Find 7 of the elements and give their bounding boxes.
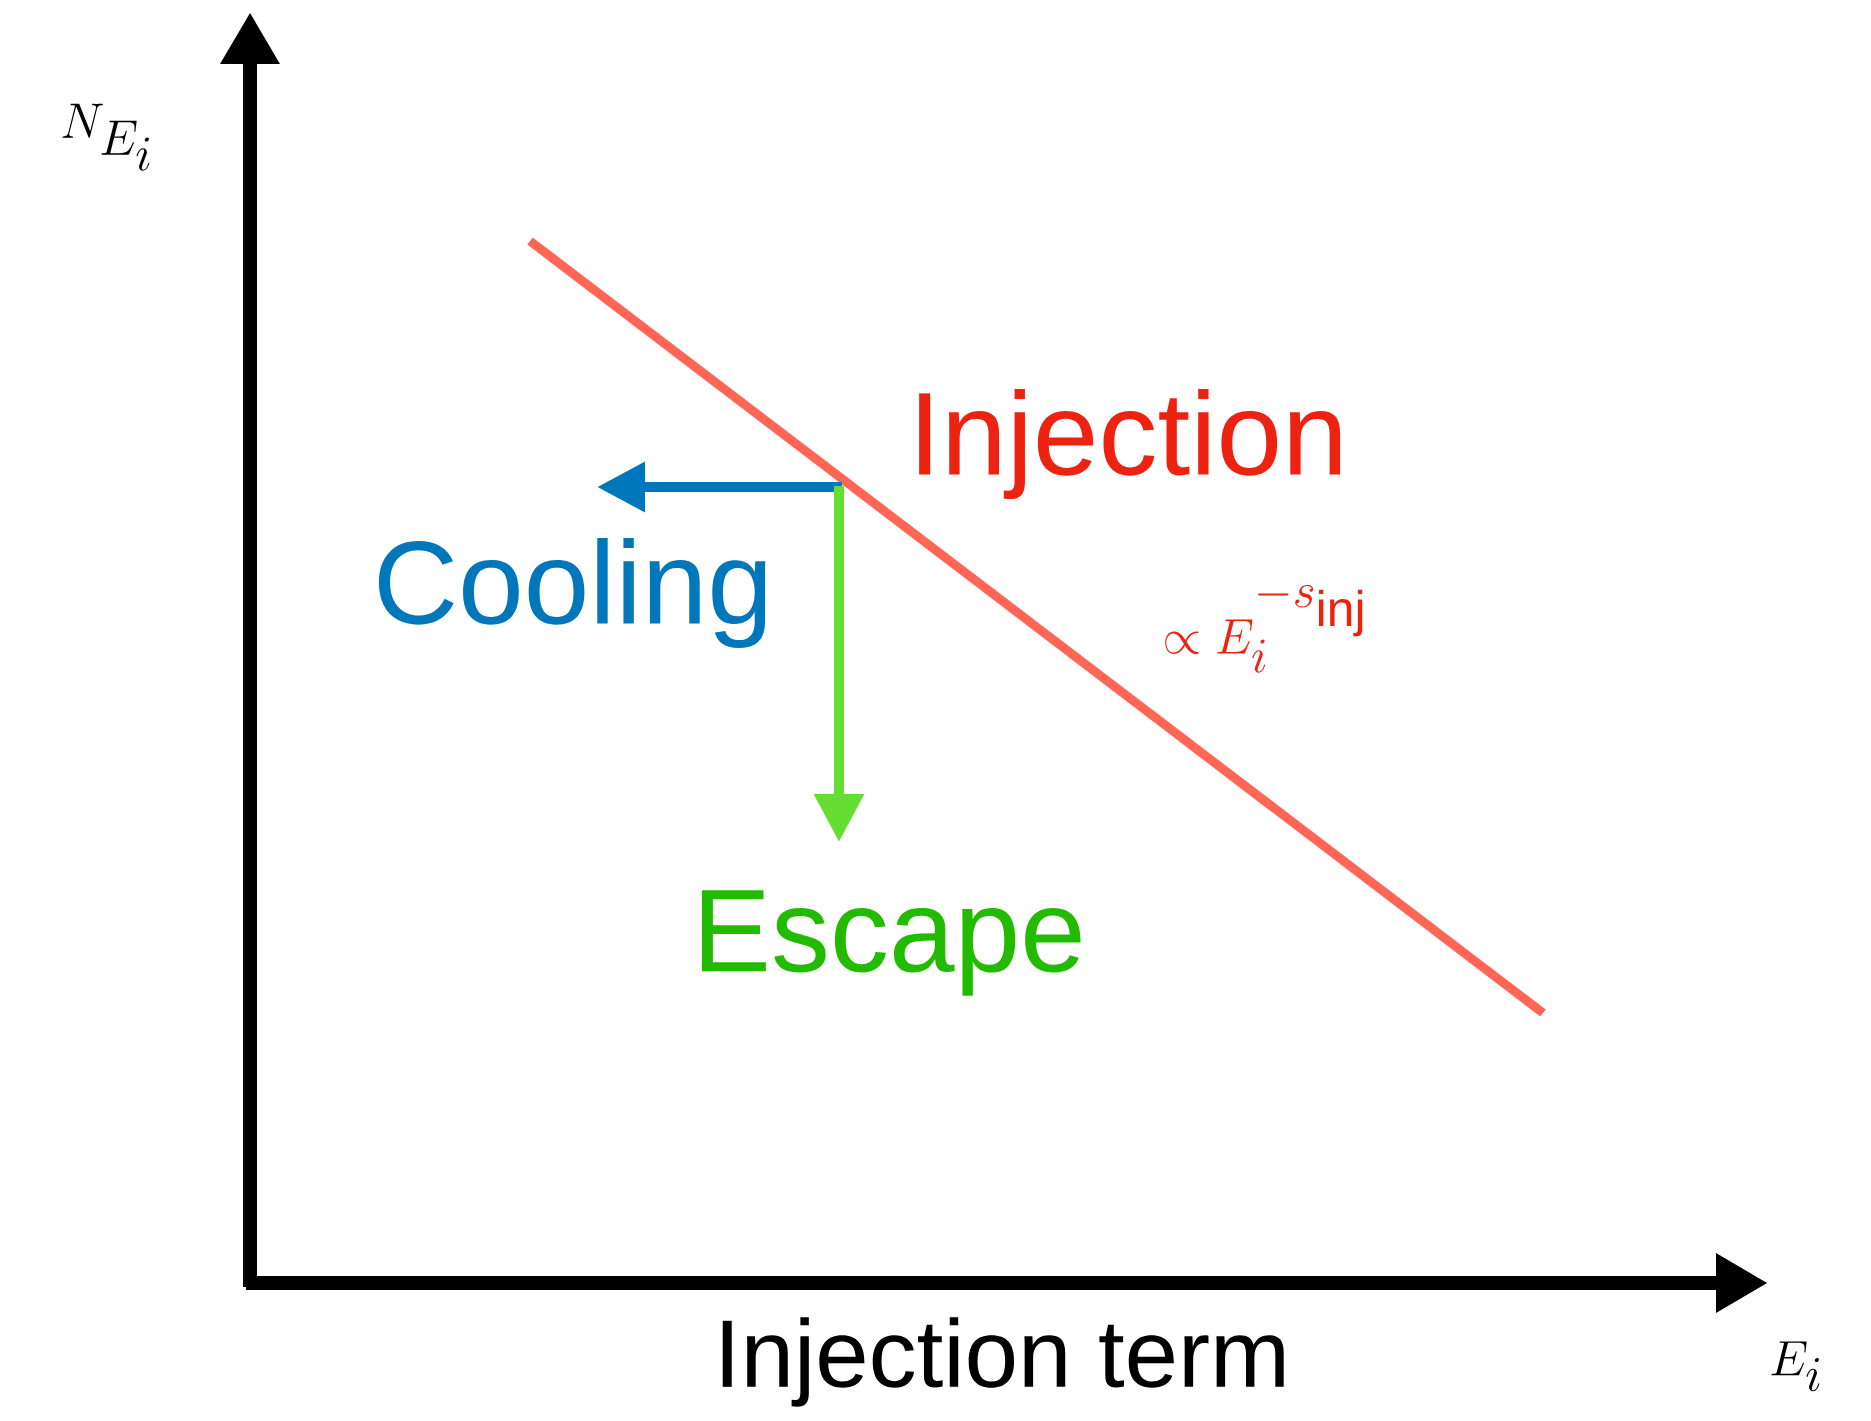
caption-text: Injection term <box>722 1317 1284 1407</box>
process-label: Cooling <box>378 538 766 648</box>
curve-label: Injection <box>919 389 1341 499</box>
axis-label: $N_{E_i}$ <box>62 103 150 171</box>
process-label: Escape <box>701 890 1081 996</box>
axis-label: $E_i$ <box>1771 1341 1820 1392</box>
formula-label: $\propto E_i^{-s_{\rm inj}}$ <box>1165 584 1363 673</box>
